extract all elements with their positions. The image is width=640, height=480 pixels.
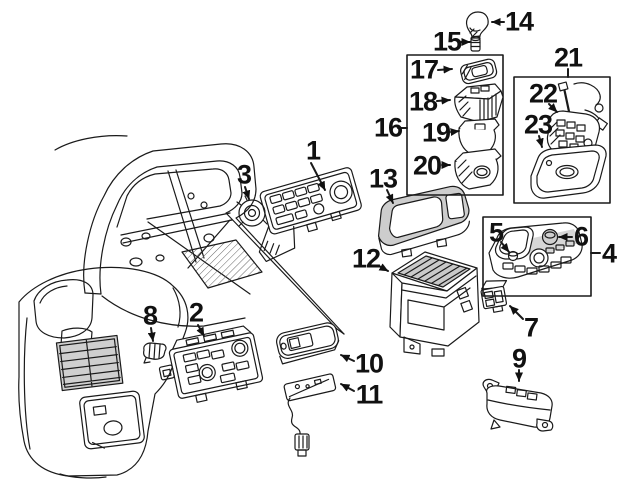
part-10-bezel-drawing [276, 322, 340, 365]
part-12-radio-unit-drawing [389, 251, 480, 357]
part-3-sensor-drawing [236, 195, 268, 227]
callout-23: 23 [523, 109, 553, 140]
arrow-8 [147, 327, 156, 342]
arrow-17 [437, 65, 453, 74]
callout-20: 20 [412, 150, 442, 181]
callout-8: 8 [142, 300, 158, 331]
callout-16: 16 [373, 112, 403, 143]
callout-19: 19 [421, 117, 451, 148]
arrow-13 [385, 189, 394, 204]
callout-2: 2 [188, 297, 204, 328]
part-1-control-panel-drawing [258, 167, 362, 263]
arrow-10 [340, 354, 355, 363]
callout-18: 18 [408, 86, 438, 117]
rear-console-drawing [18, 266, 189, 479]
callout-5: 5 [488, 217, 504, 248]
arrow-1 [310, 162, 326, 191]
arrow-11 [340, 383, 355, 392]
part-17-trim-drawing [460, 58, 498, 85]
group-box-21 [513, 76, 611, 204]
callout-21: 21 [553, 42, 583, 73]
part-15-bushing-drawing [470, 35, 481, 52]
callout-arrows [147, 18, 601, 392]
part-20-trim-drawing [454, 148, 502, 190]
part-5-button-drawing [507, 250, 519, 262]
callout-4: 4 [601, 238, 617, 269]
center-console-frame-drawing [54, 135, 345, 335]
part-9-actuator-drawing [482, 378, 554, 432]
arrow-7 [509, 305, 524, 320]
callout-1: 1 [305, 135, 321, 166]
callout-14: 14 [504, 6, 534, 37]
arrow-2 [196, 324, 205, 337]
part-2-climate-control-drawing [158, 325, 264, 403]
callout-15: 15 [432, 26, 462, 57]
arrow-3 [242, 186, 251, 200]
callout-7: 7 [523, 312, 539, 343]
part-11-module-drawing [283, 373, 337, 457]
part-18-trim-drawing [454, 83, 504, 123]
callout-11: 11 [355, 379, 384, 410]
callout-12: 12 [351, 243, 381, 274]
arrow-22 [548, 103, 558, 113]
part-23-tray-drawing [530, 144, 607, 199]
part-6-knob-drawing [541, 228, 559, 246]
callout-17: 17 [409, 54, 439, 85]
part-7-switch-drawing [480, 279, 508, 313]
callout-10: 10 [354, 348, 384, 379]
group-box-4 [482, 216, 592, 297]
arrow-18 [436, 96, 451, 105]
group-box-16 [406, 54, 504, 196]
arrow-5 [500, 241, 510, 253]
callout-22: 22 [528, 78, 558, 109]
callout-13: 13 [368, 163, 398, 194]
arrow-12 [378, 263, 389, 272]
part-8-clip-drawing [143, 342, 167, 364]
arrow-23 [535, 135, 544, 148]
callout-3: 3 [236, 159, 252, 190]
callout-6: 6 [573, 221, 589, 252]
arrow-19 [450, 128, 460, 137]
callout-9: 9 [511, 343, 527, 374]
